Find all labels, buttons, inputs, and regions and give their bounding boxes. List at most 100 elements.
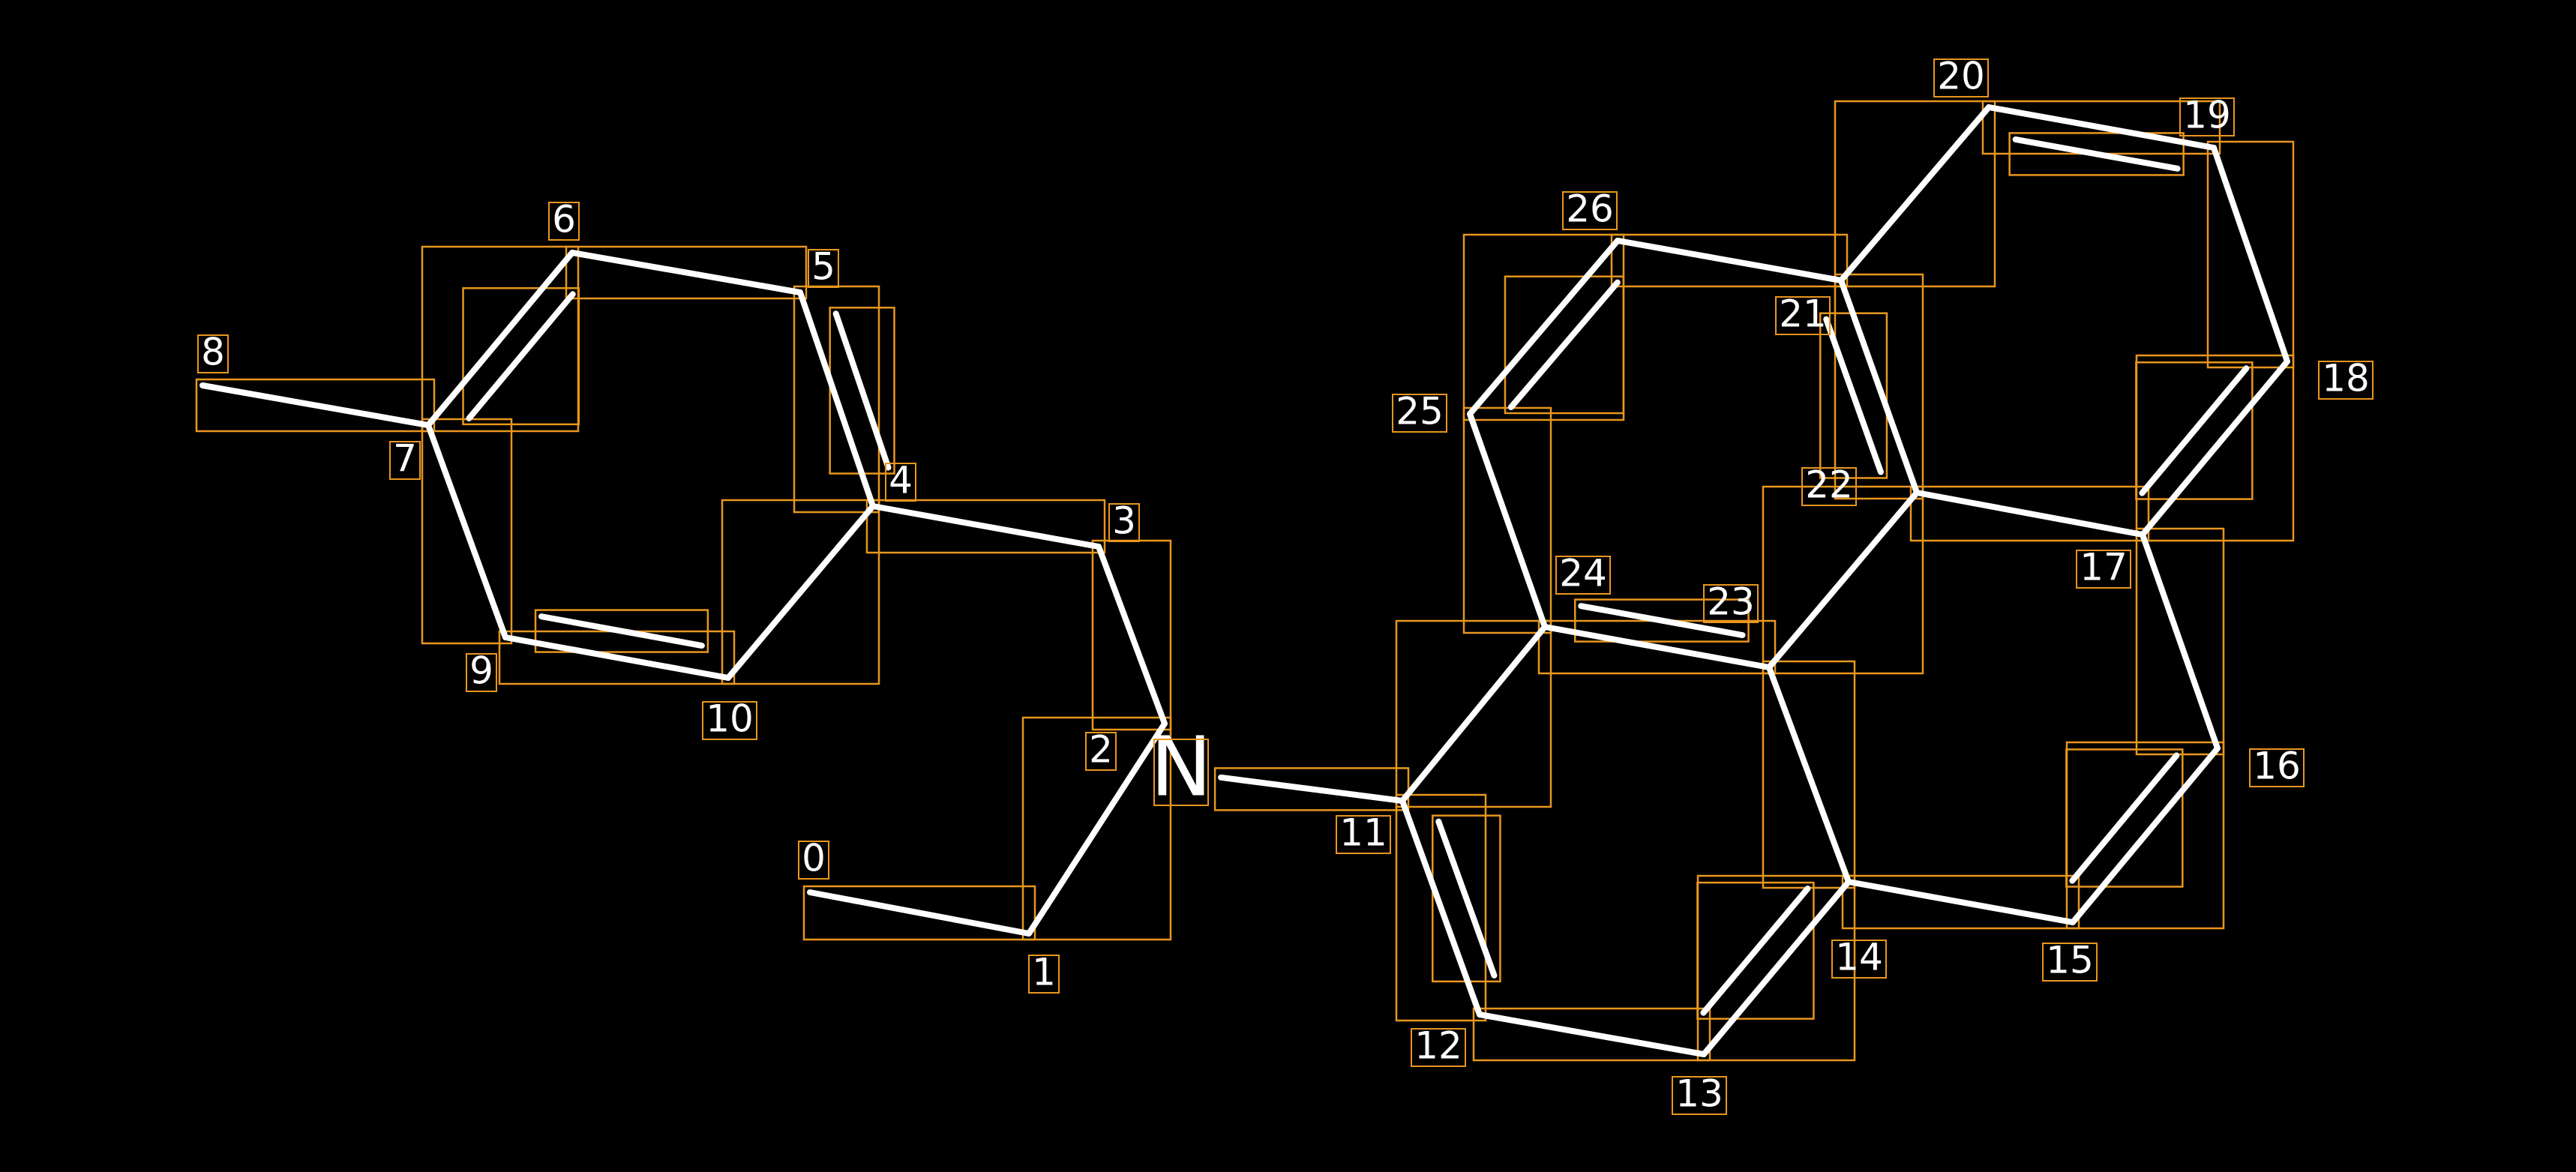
bond-inner-15-16 <box>2069 752 2180 884</box>
bond-box-22-23 <box>1762 485 1924 675</box>
bond-inner-21-22 <box>1823 316 1884 475</box>
bond-box-18-19 <box>2206 140 2295 369</box>
bond-13-14 <box>1701 879 1852 1057</box>
bond-26-21 <box>1615 238 1844 283</box>
bond-box-21-22 <box>1834 273 1924 500</box>
atom-label-15: 15 <box>2046 939 2094 982</box>
atom-label-20: 20 <box>1937 55 1985 98</box>
bond-16-17 <box>2140 532 2221 751</box>
atom-label-22: 22 <box>1805 463 1853 507</box>
bond-22-17 <box>1914 490 2146 538</box>
bond-box-11-12 <box>1395 793 1487 1022</box>
atom-label-0: 0 <box>802 837 826 880</box>
bond-box-0-1 <box>802 885 1036 941</box>
bond-inner-6-7 <box>466 291 576 421</box>
atom-label-box-16 <box>2249 748 2305 787</box>
bond-box-20-21 <box>1834 100 1996 288</box>
bond-inner-box-25-26 <box>1504 275 1625 415</box>
bond-inner-4-5 <box>832 310 892 471</box>
atom-label-box-19 <box>2179 97 2235 136</box>
atom-label-12: 12 <box>1414 1024 1462 1068</box>
atom-label-box-9 <box>466 653 497 692</box>
atom-label-box-4 <box>885 463 916 502</box>
atom-label-box-20 <box>1933 58 1989 97</box>
bonds-layer <box>199 104 2290 1057</box>
bond-inner-9-10 <box>538 613 705 649</box>
atom-label-box-26 <box>1562 191 1618 230</box>
bond-N-11 <box>1218 774 1405 804</box>
atom-label-box-3 <box>1108 503 1140 542</box>
atom-label-box-21 <box>1775 296 1831 335</box>
atom-label-3: 3 <box>1112 499 1136 543</box>
atom-label-6: 6 <box>552 198 576 241</box>
bond-14-15 <box>1846 879 2076 925</box>
bond-7-9 <box>425 422 508 640</box>
bond-inner-box-19-20 <box>2008 132 2185 176</box>
bond-18-19 <box>2211 145 2290 364</box>
bond-inner-11-12 <box>1435 818 1498 979</box>
bond-inner-box-17-18 <box>2135 361 2254 500</box>
atom-label-box-6 <box>548 202 580 241</box>
bond-box-16-17 <box>2135 527 2225 756</box>
atom-label-14: 14 <box>1835 936 1883 979</box>
bond-inner-17-18 <box>2139 365 2250 496</box>
bond-box-22-17 <box>1909 485 2150 542</box>
atom-label-9: 9 <box>469 649 493 693</box>
bond-box-24-25 <box>1462 406 1552 634</box>
bond-box-7-8 <box>195 378 436 433</box>
bond-21-22 <box>1838 277 1920 496</box>
bond-6-7 <box>425 250 575 428</box>
bond-24-11 <box>1399 624 1548 804</box>
atom-label-box-13 <box>1672 1076 1727 1115</box>
bond-box-14-15 <box>1841 874 2080 930</box>
bond-box-5-6 <box>565 245 808 300</box>
bond-box-24-11 <box>1395 619 1552 808</box>
atom-label-1: 1 <box>1032 951 1056 994</box>
atom-label-10: 10 <box>706 697 754 741</box>
atom-label-box-7 <box>389 441 421 480</box>
bond-box-26-21 <box>1610 233 1849 288</box>
bond-box-1-2 <box>1021 716 1172 941</box>
bond-inner-13-14 <box>1700 886 1811 1016</box>
atom-label-box-25 <box>1392 394 1447 433</box>
bond-10-4 <box>725 503 876 681</box>
atom-label-2: 2 <box>1089 728 1113 772</box>
atom-label-26: 26 <box>1566 187 1614 231</box>
atom-label-16: 16 <box>2253 745 2301 788</box>
bond-boxes-layer <box>195 100 2295 1062</box>
bond-11-12 <box>1399 798 1483 1018</box>
atom-label-box-12 <box>1411 1028 1466 1067</box>
atom-label-box-2 <box>1085 732 1117 771</box>
bond-inner-19-20 <box>2012 136 2181 172</box>
atom-label-4: 4 <box>889 459 913 502</box>
atom-label-24: 24 <box>1559 552 1607 595</box>
atom-label-7: 7 <box>393 437 417 481</box>
bond-7-8 <box>199 382 431 428</box>
bond-box-10-4 <box>721 499 880 685</box>
nitrogen-atom-label: N <box>1150 718 1212 814</box>
atom-label-box-14 <box>1831 940 1887 979</box>
atom-label-box-15 <box>2042 943 2098 982</box>
bond-inner-23-24 <box>1578 603 1746 639</box>
bond-25-26 <box>1467 238 1621 417</box>
bond-19-20 <box>1986 104 2217 151</box>
atom-label-box-1 <box>1028 955 1060 994</box>
bond-inner-box-6-7 <box>462 287 580 426</box>
atom-label-box-8 <box>197 334 229 373</box>
atom-label-21: 21 <box>1779 292 1827 336</box>
atom-label-box-24 <box>1555 556 1611 595</box>
bond-20-21 <box>1838 104 1992 283</box>
atom-label-8: 8 <box>201 331 225 374</box>
atom-label-box-0 <box>798 841 829 880</box>
bond-inner-box-9-10 <box>534 609 709 653</box>
bond-box-3-4 <box>865 499 1106 554</box>
atom-label-18: 18 <box>2322 357 2370 400</box>
atom-label-23: 23 <box>1707 580 1755 624</box>
bond-17-18 <box>2140 358 2290 538</box>
atom-label-box-11 <box>1336 815 1391 854</box>
bond-box-12-13 <box>1472 1007 1711 1062</box>
atom-label-box-23 <box>1703 584 1759 623</box>
bond-1-2 <box>1026 721 1168 937</box>
